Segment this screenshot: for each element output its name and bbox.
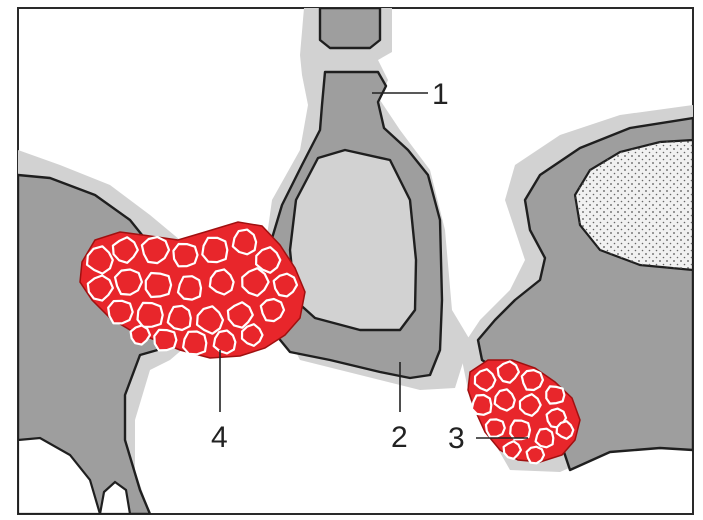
red-cell	[214, 331, 236, 354]
red-cell	[242, 324, 263, 346]
red-cell	[178, 276, 201, 299]
red-cell	[173, 244, 197, 266]
red-cell	[546, 386, 564, 403]
red-cell	[154, 330, 176, 351]
red-cell	[233, 230, 256, 255]
red-cell	[527, 447, 544, 464]
red-cell	[108, 301, 133, 324]
red-cell	[183, 332, 206, 355]
red-cell	[202, 238, 227, 262]
red-cell	[486, 419, 505, 436]
red-cell	[146, 273, 171, 297]
label-1: 1	[432, 78, 449, 111]
label-3: 3	[448, 422, 465, 455]
red-cell	[536, 429, 554, 448]
red-cell	[261, 299, 284, 321]
label-4: 4	[211, 421, 228, 454]
red-cell	[557, 421, 574, 439]
red-cell	[142, 237, 169, 263]
red-cell	[168, 306, 191, 330]
top-stub	[320, 8, 380, 48]
red-cell	[138, 303, 163, 327]
red-cell	[495, 389, 515, 410]
red-cell	[472, 395, 492, 415]
red-cell	[510, 421, 530, 440]
label-2: 2	[391, 421, 408, 454]
red-cell	[522, 370, 543, 390]
red-cell	[115, 270, 142, 295]
